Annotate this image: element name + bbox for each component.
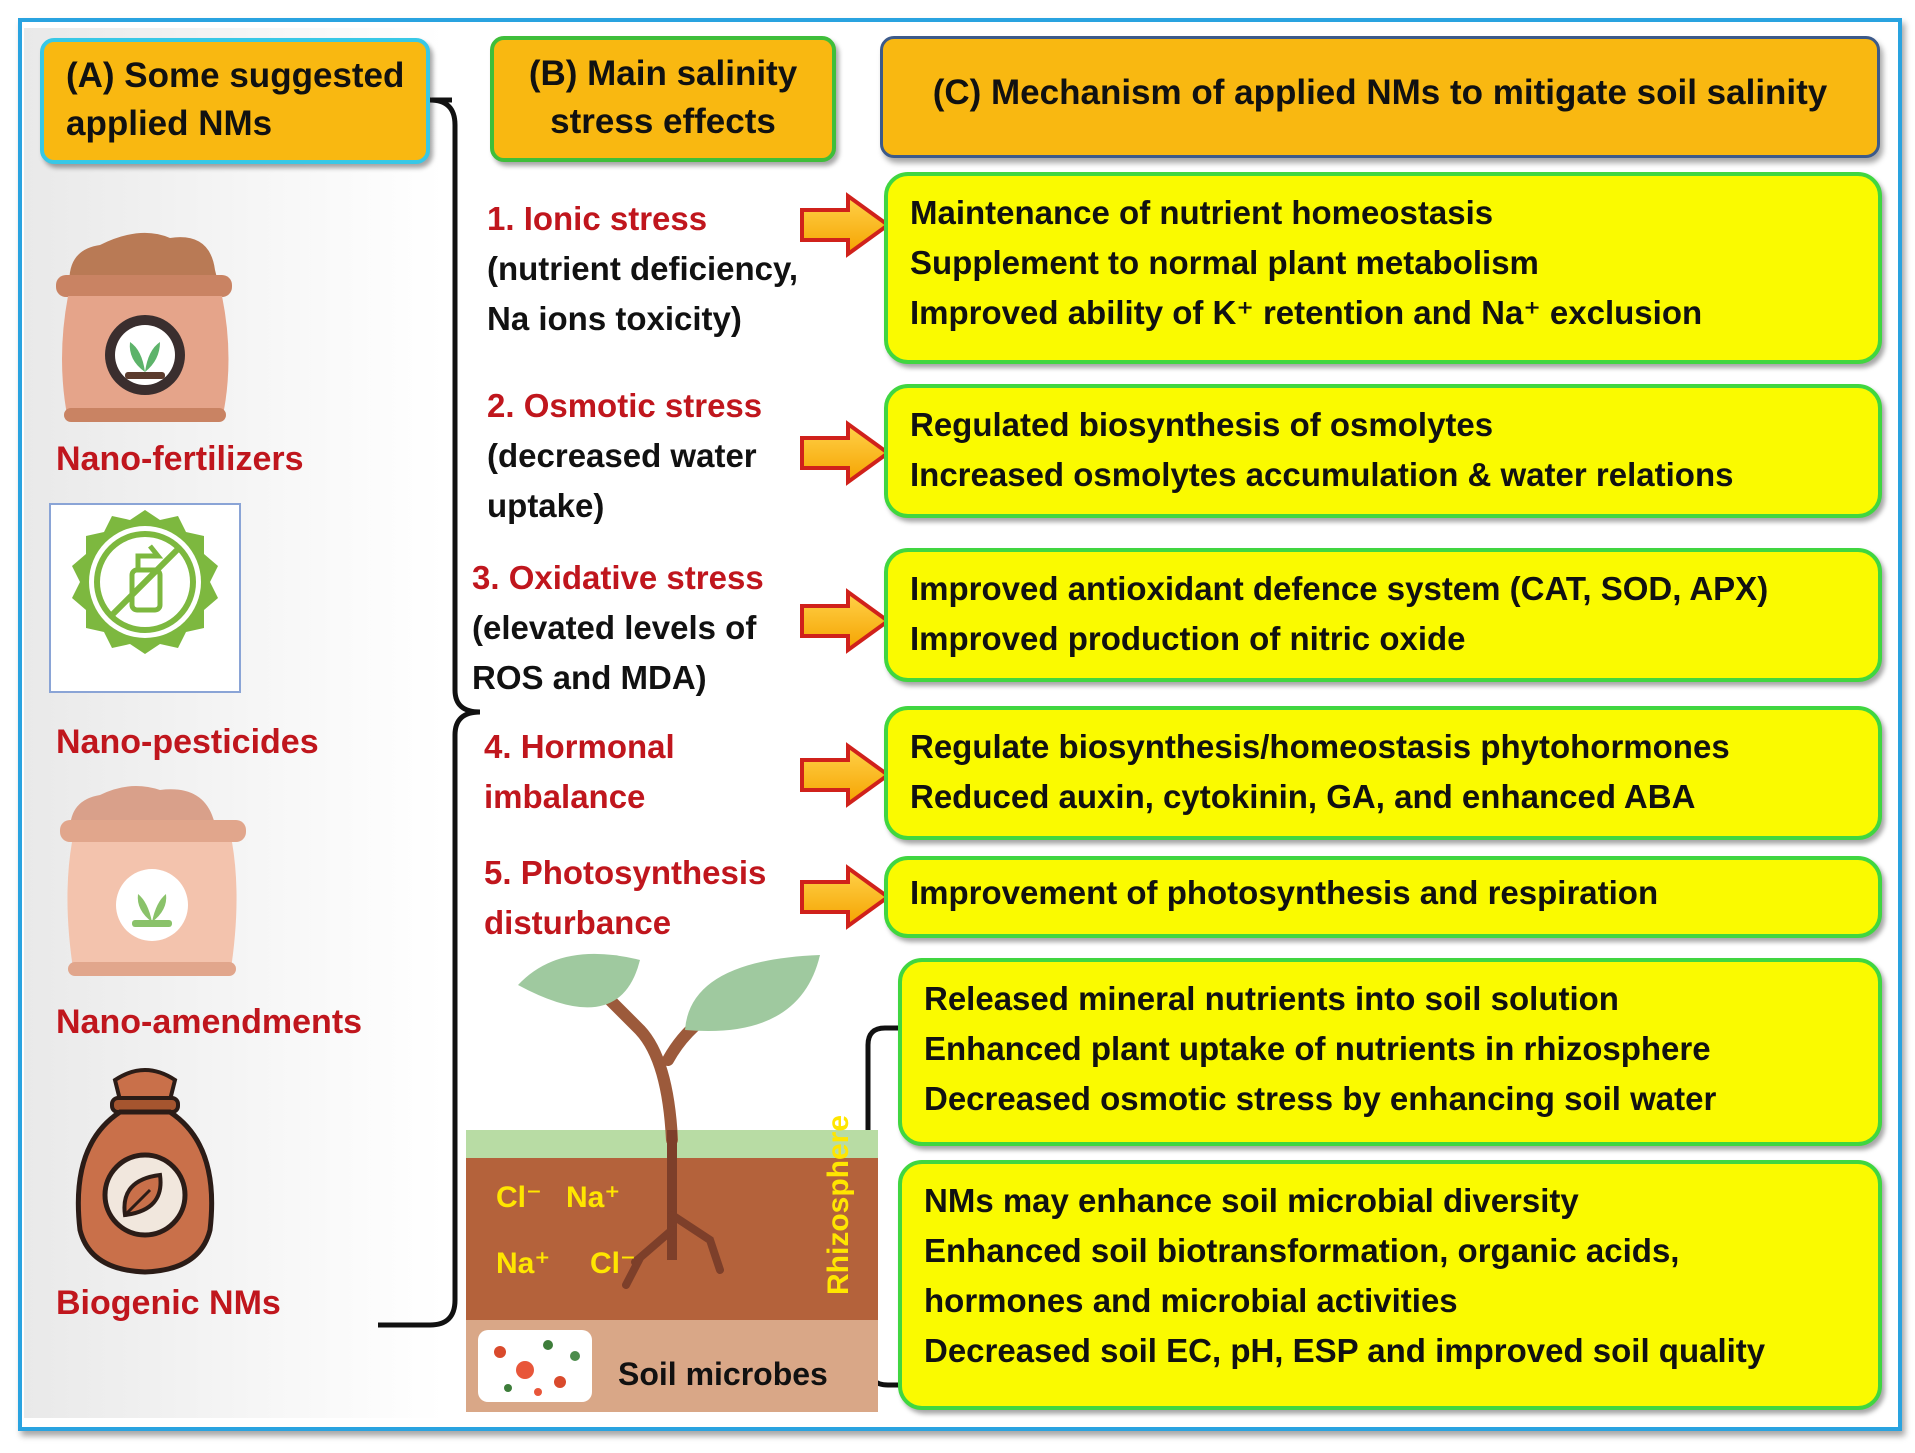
stress-title: 1. Ionic stress	[487, 200, 708, 237]
stress-title-line: disturbance	[484, 904, 672, 941]
stress-desc-line: Na ions toxicity)	[487, 300, 742, 337]
soil-mechanism-box-microbes: NMs may enhance soil microbial diversity…	[898, 1160, 1882, 1410]
pesticide-spray-badge-icon	[49, 503, 241, 693]
mechanism-line: NMs may enhance soil microbial diversity	[924, 1182, 1579, 1219]
stress-title: 2. Osmotic stress	[487, 387, 763, 424]
header-c-text: (C) Mechanism of applied NMs to mitigate…	[932, 73, 1828, 112]
header-a: (A) Some suggested applied NMs	[40, 38, 430, 164]
stress-photosynthesis: 5. Photosynthesis disturbance	[484, 848, 766, 948]
mechanism-line: Reduced auxin, cytokinin, GA, and enhanc…	[910, 778, 1696, 815]
soil-ion-label: Cl⁻	[496, 1181, 542, 1214]
mechanism-line: Decreased osmotic stress by enhancing so…	[924, 1080, 1717, 1117]
mechanism-line: Regulate biosynthesis/homeostasis phytoh…	[910, 728, 1730, 765]
header-b: (B) Main salinity stress effects	[490, 36, 836, 162]
amendment-sack-icon	[60, 786, 246, 976]
stress-oxidative: 3. Oxidative stress (elevated levels of …	[472, 553, 764, 703]
mechanism-line: Increased osmolytes accumulation & water…	[910, 456, 1734, 493]
fertilizer-sack-icon	[56, 232, 232, 422]
mechanism-line: Decreased soil EC, pH, ESP and improved …	[924, 1332, 1766, 1369]
mechanism-box-photosynthesis: Improvement of photosynthesis and respir…	[884, 856, 1882, 938]
header-b-line1: (B) Main salinity	[528, 54, 798, 93]
mechanism-line: Improved ability of K⁺ retention and Na⁺…	[910, 294, 1703, 331]
stress-title-line: 4. Hormonal	[484, 728, 675, 765]
stress-desc-line: (nutrient deficiency,	[487, 250, 799, 287]
header-a-line1: (A) Some suggested	[66, 56, 405, 95]
mechanism-box-osmotic: Regulated biosynthesis of osmolytes Incr…	[884, 384, 1882, 518]
arrow-1	[800, 192, 892, 258]
stress-ionic: 1. Ionic stress (nutrient deficiency, Na…	[487, 194, 798, 344]
stress-title-line: imbalance	[484, 778, 646, 815]
stress-hormonal: 4. Hormonal imbalance	[484, 722, 675, 822]
arrow-3	[800, 588, 892, 654]
arrow-5	[800, 864, 892, 930]
microbes-icon	[494, 1340, 580, 1396]
nm-label-pesticides: Nano-pesticides	[56, 723, 319, 761]
stress-title: 3. Oxidative stress	[472, 559, 764, 596]
mechanism-line: Released mineral nutrients into soil sol…	[924, 980, 1619, 1017]
mechanism-box-ionic: Maintenance of nutrient homeostasis Supp…	[884, 172, 1882, 364]
header-a-line2: applied NMs	[66, 104, 273, 143]
stress-desc-line: (elevated levels of	[472, 609, 757, 646]
soil-mechanism-box-nutrients: Released mineral nutrients into soil sol…	[898, 958, 1882, 1146]
soil-ion-label: Na⁺	[496, 1247, 551, 1280]
soil-microbes-label: Soil microbes	[618, 1356, 828, 1392]
soil-ion-label: Na⁺	[566, 1181, 621, 1214]
left-bracket	[378, 97, 481, 1328]
mechanism-box-hormonal: Regulate biosynthesis/homeostasis phytoh…	[884, 706, 1882, 840]
mechanism-line: Improvement of photosynthesis and respir…	[910, 874, 1659, 911]
stress-desc-line: (decreased water	[487, 437, 757, 474]
plant-seedling-icon	[518, 953, 820, 1289]
mechanism-line: Regulated biosynthesis of osmolytes	[910, 406, 1494, 443]
arrow-2	[800, 420, 892, 486]
mechanism-line: Enhanced plant uptake of nutrients in rh…	[924, 1030, 1711, 1067]
stress-desc-line: ROS and MDA)	[472, 659, 707, 696]
nm-label-fertilizers: Nano-fertilizers	[56, 440, 304, 478]
mechanism-line: Improved production of nitric oxide	[910, 620, 1466, 657]
stress-title-line: 5. Photosynthesis	[484, 854, 767, 891]
mechanism-line: Supplement to normal plant metabolism	[910, 244, 1539, 281]
mechanism-line: Improved antioxidant defence system (CAT…	[910, 570, 1769, 607]
rhizosphere-label: Rhizosphere	[822, 1114, 855, 1295]
header-b-line2: stress effects	[550, 102, 776, 141]
mechanism-line: Maintenance of nutrient homeostasis	[910, 194, 1494, 231]
nm-label-amendments: Nano-amendments	[56, 1003, 363, 1041]
nm-label-biogenic: Biogenic NMs	[56, 1284, 281, 1322]
soil-ion-label: Cl⁻	[590, 1247, 636, 1280]
header-c: (C) Mechanism of applied NMs to mitigate…	[880, 36, 1880, 158]
stress-desc-line: uptake)	[487, 487, 605, 524]
mechanism-box-oxidative: Improved antioxidant defence system (CAT…	[884, 548, 1882, 682]
arrow-4	[800, 742, 892, 808]
stress-osmotic: 2. Osmotic stress (decreased water uptak…	[487, 381, 762, 531]
mechanism-line: hormones and microbial activities	[924, 1282, 1458, 1319]
mechanism-line: Enhanced soil biotransformation, organic…	[924, 1232, 1680, 1269]
biogenic-bag-icon	[75, 1068, 215, 1275]
